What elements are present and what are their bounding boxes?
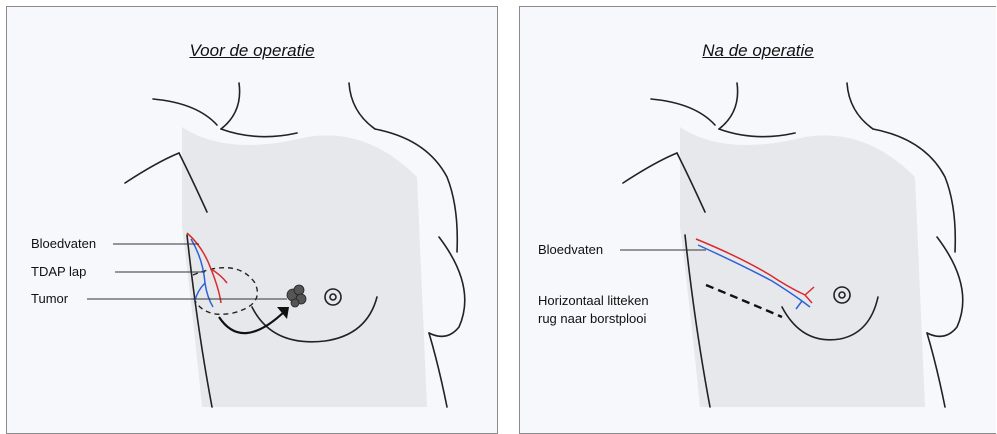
before-illustration xyxy=(7,7,498,434)
before-surgery-panel: Voor de operatie xyxy=(6,6,498,434)
scar-label-line2: rug naar borstplooi xyxy=(538,311,646,326)
flap-label: TDAP lap xyxy=(31,264,86,279)
after-illustration xyxy=(520,7,996,434)
vessels-label: Bloedvaten xyxy=(31,236,96,251)
scar-label-line1: Horizontaal litteken xyxy=(538,293,649,308)
tumor-label: Tumor xyxy=(31,291,68,306)
body-shading xyxy=(680,127,925,407)
after-surgery-panel: Na de operatie xyxy=(519,6,996,434)
vessels-label: Bloedvaten xyxy=(538,242,603,257)
body-shading xyxy=(182,127,427,407)
